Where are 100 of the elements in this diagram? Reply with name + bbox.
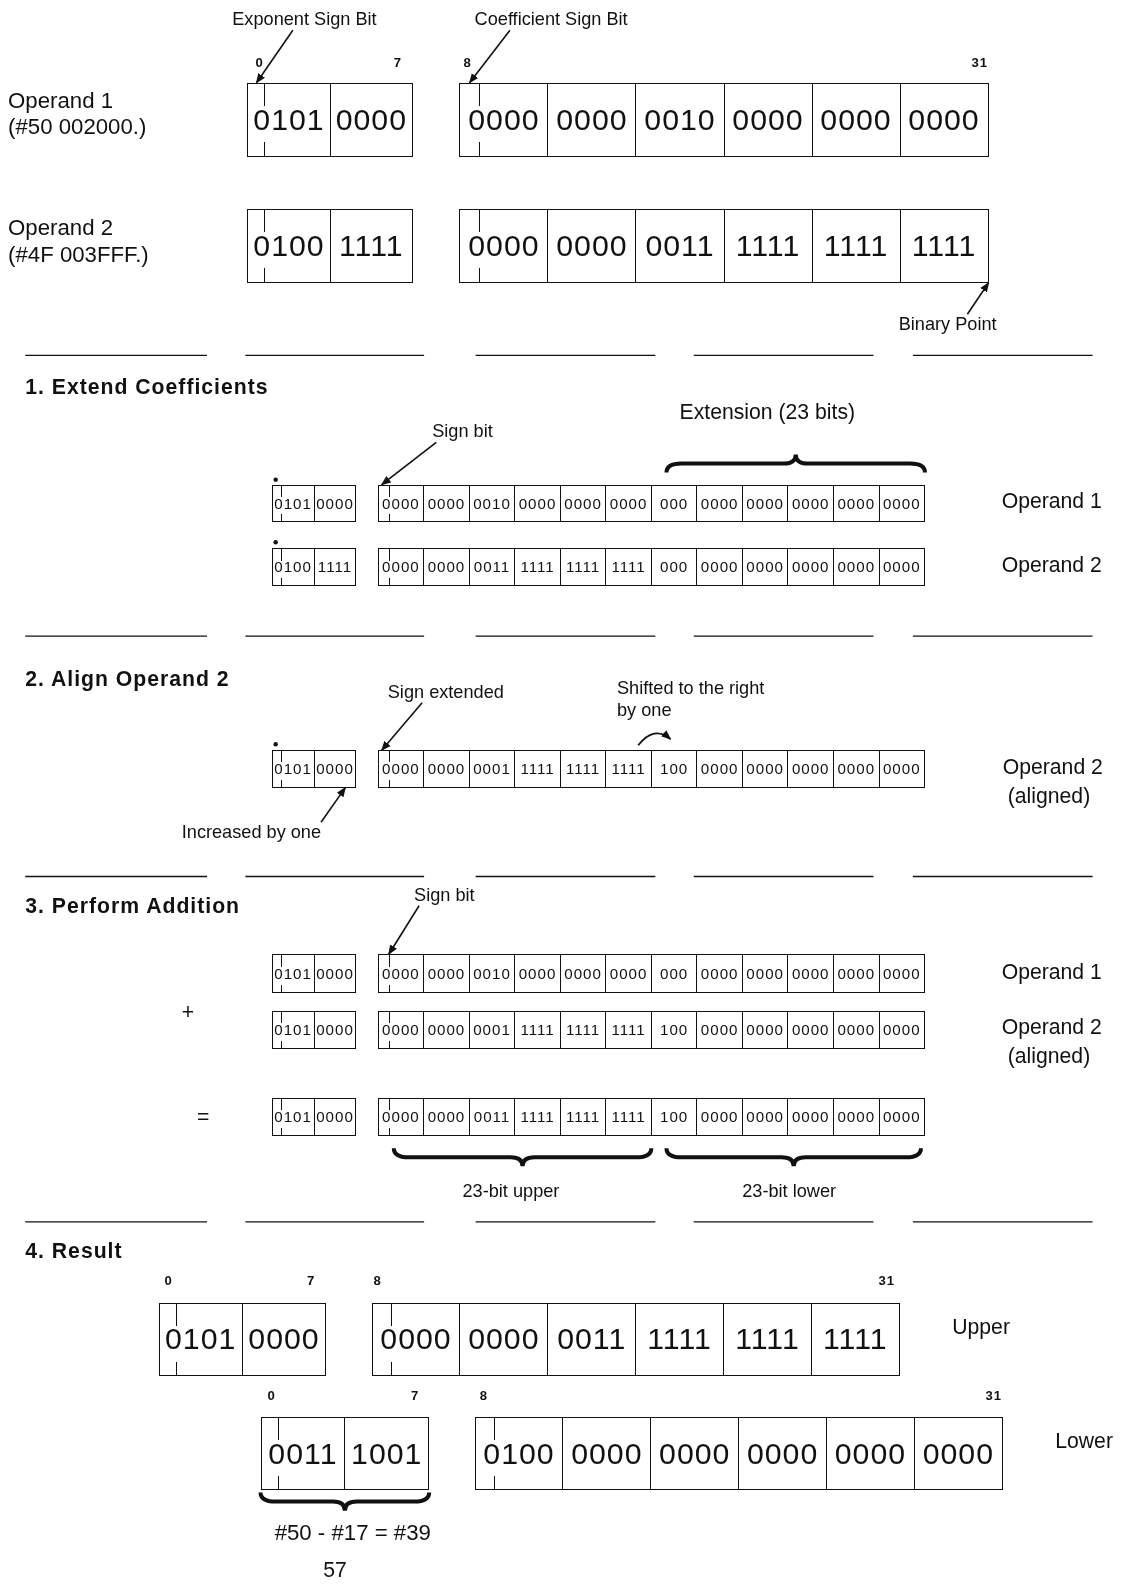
bit-group: 1111 [565, 558, 601, 576]
leader-line [966, 281, 990, 316]
bit-number: 31 [985, 1387, 1003, 1403]
row-label: (#4F 003FFF.) [8, 242, 149, 269]
register-box [271, 1097, 357, 1136]
bit-group: 0100 [483, 1436, 555, 1471]
bit-group: 0000 [837, 1021, 876, 1039]
bit-group: 0011 [473, 1108, 511, 1126]
bit-group: 0000 [791, 494, 830, 512]
bit-group: 1111 [611, 1108, 646, 1126]
bit-group: 0000 [837, 558, 876, 576]
bit-group: 0000 [746, 494, 784, 512]
bit-group: 0100 [274, 558, 312, 576]
bit-number: 7 [393, 54, 403, 70]
bit-group: 100 [660, 1021, 689, 1039]
register-box [271, 750, 357, 788]
callout-text: Sign bit [432, 421, 493, 443]
bit-group: 0000 [882, 494, 921, 512]
annotation: 23-bit lower [742, 1180, 837, 1202]
row-label: Operand 2 [1002, 754, 1103, 779]
bit-group: 000 [660, 558, 689, 576]
bit-group: 0000 [518, 494, 557, 512]
bit-group: 0000 [700, 558, 739, 576]
leader-line [380, 441, 438, 486]
bit-group: 0000 [791, 1021, 830, 1039]
register-box [377, 1010, 925, 1050]
bit-group: 0000 [732, 102, 804, 137]
row-label: Operand 1 [1001, 489, 1102, 514]
bit-group: 1111 [823, 228, 889, 263]
bit-group: 0000 [834, 1436, 907, 1471]
bit-group: 0000 [382, 494, 420, 512]
bit-group: 1111 [611, 760, 646, 778]
bit-group: 0011 [268, 1436, 338, 1471]
register-box [271, 548, 357, 586]
bit-group: 0000 [746, 558, 784, 576]
register-box [474, 1416, 1003, 1491]
bit-group: 1111 [565, 1021, 601, 1039]
row-label: Operand 1 [1001, 959, 1102, 984]
step-heading: 1. Extend Coefficients [25, 375, 269, 400]
bit-group: 0010 [644, 102, 716, 137]
step-heading: 3. Perform Addition [25, 894, 241, 919]
bit-group: 0000 [427, 1108, 466, 1126]
row-label: Operand 2 [1001, 1015, 1102, 1040]
bit-group: 000 [660, 964, 689, 982]
bit-group: 1111 [565, 760, 601, 778]
bit-group: 0000 [609, 964, 648, 982]
bit-group: 0000 [700, 760, 739, 778]
bit-group: 0000 [427, 964, 466, 982]
bit-group: 0000 [564, 964, 602, 982]
page-number: 57 [323, 1557, 347, 1582]
bit-group: 0000 [882, 558, 921, 576]
bit-group: 0000 [382, 1108, 420, 1126]
row-label: Operand 2 [8, 214, 113, 241]
bit-group: 1111 [611, 1021, 646, 1039]
callout-text: Sign bit [414, 884, 475, 906]
bit-group: 0000 [468, 228, 540, 263]
bit-group: 0000 [791, 760, 830, 778]
register-box [260, 1416, 430, 1491]
bit-group: 0000 [837, 964, 876, 982]
register-box [271, 954, 357, 993]
bit-group: 0000 [316, 964, 354, 982]
bit-group: 0000 [427, 760, 466, 778]
bit-group: 0000 [427, 494, 466, 512]
bit-group: 1111 [317, 558, 353, 576]
bit-group: 0000 [837, 760, 876, 778]
bit-group: 0000 [791, 964, 830, 982]
bit-group: 0010 [473, 494, 511, 512]
register-box [371, 1302, 900, 1377]
bit-group: 0000 [556, 228, 628, 263]
bit-group: 1111 [611, 558, 646, 576]
bit-group: 0010 [473, 964, 511, 982]
annotation: 23-bit upper [462, 1180, 560, 1202]
bit-group: 1111 [735, 228, 801, 263]
row-label: Upper [952, 1315, 1010, 1340]
leader-line [320, 786, 347, 823]
step-heading: 2. Align Operand 2 [25, 666, 230, 691]
bit-group: 0000 [908, 102, 980, 137]
bit-group: 0000 [882, 760, 921, 778]
bit-group: 1111 [339, 228, 404, 263]
register-box [271, 484, 357, 523]
bit-group: 0000 [468, 1322, 540, 1357]
bit-group: 0101 [274, 760, 312, 778]
bit-group: 0000 [382, 1021, 420, 1039]
bit-group: 1111 [823, 1322, 888, 1357]
bit-group: 0001 [473, 760, 511, 778]
callout-text: Sign extended [387, 681, 504, 703]
bit-group: 1001 [351, 1436, 423, 1471]
bit-group: 100 [660, 1108, 689, 1126]
bit-group: 0101 [274, 1108, 312, 1126]
row-label: (#50 002000.) [8, 113, 147, 140]
bit-group: 1111 [520, 760, 555, 778]
operator-sign: = [196, 1105, 210, 1130]
bit-group: 0000 [335, 102, 407, 137]
bit-group: 0000 [518, 964, 557, 982]
bit-number: 0 [255, 54, 264, 70]
bit-group: 0000 [746, 1436, 819, 1471]
bit-group: 1111 [520, 1108, 555, 1126]
annotation: #50 - #17 = #39 [274, 1519, 431, 1546]
bit-group: 0000 [922, 1436, 994, 1471]
bit-group: 1111 [647, 1322, 712, 1357]
